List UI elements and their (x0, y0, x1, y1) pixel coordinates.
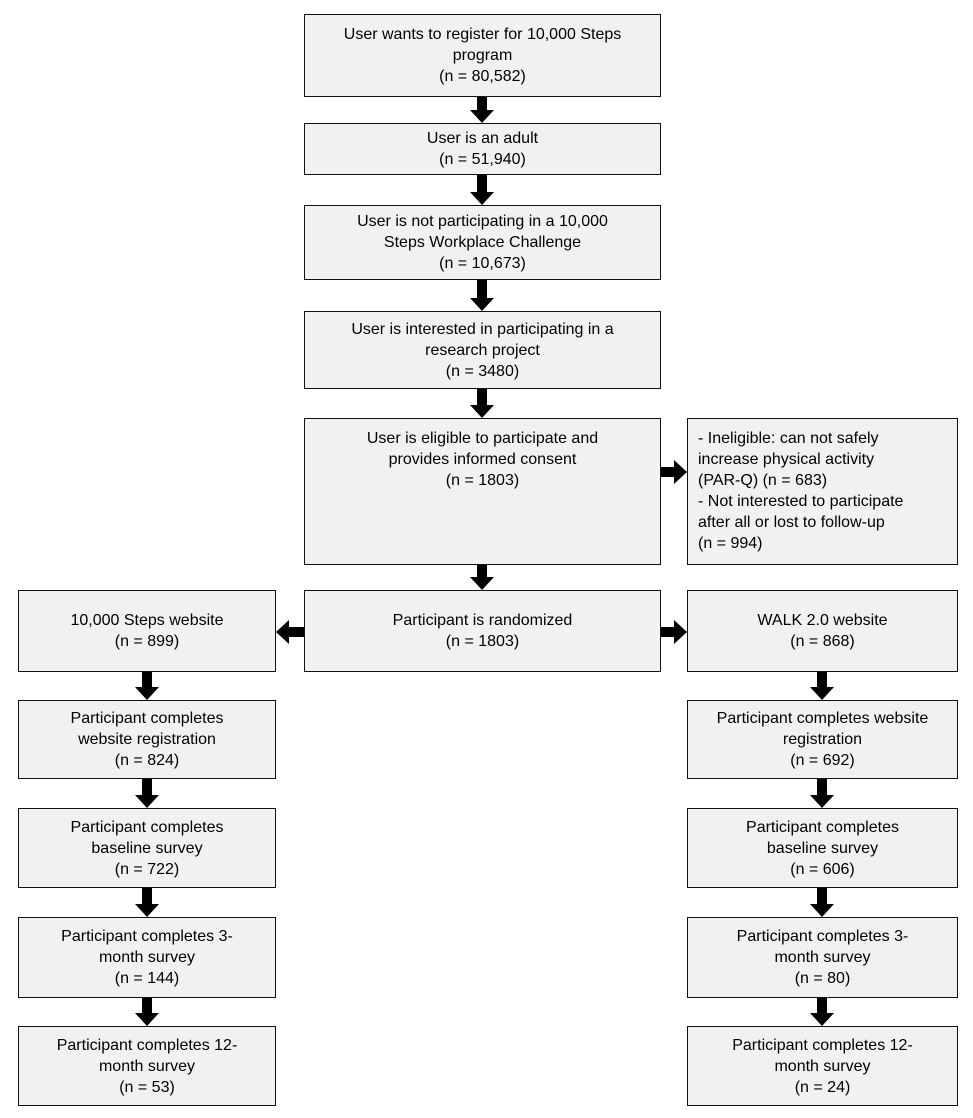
box-adult: User is an adult (n = 51,940) (304, 123, 661, 175)
box-steps-3month: Participant completes 3- month survey (n… (18, 917, 276, 998)
arrow-down-icon (135, 672, 159, 700)
arrow-down-icon (810, 779, 834, 808)
arrow-down-icon (470, 97, 494, 123)
box-steps-12month: Participant completes 12- month survey (… (18, 1026, 276, 1106)
arrow-down-icon (135, 779, 159, 808)
box-eligible-consent: User is eligible to participate and prov… (304, 418, 661, 565)
box-randomized: Participant is randomized (n = 1803) (304, 590, 661, 672)
box-steps-website: 10,000 Steps website (n = 899) (18, 590, 276, 672)
arrow-left-icon (276, 620, 304, 644)
box-steps-baseline: Participant completes baseline survey (n… (18, 808, 276, 888)
box-walk-registration: Participant completes website registrati… (687, 700, 958, 779)
arrow-down-icon (135, 888, 159, 917)
box-walk-website: WALK 2.0 website (n = 868) (687, 590, 958, 672)
box-not-workplace-challenge: User is not participating in a 10,000 St… (304, 205, 661, 280)
arrow-down-icon (470, 175, 494, 205)
box-walk-3month: Participant completes 3- month survey (n… (687, 917, 958, 998)
arrow-down-icon (470, 565, 494, 590)
box-register-interest: User wants to register for 10,000 Steps … (304, 14, 661, 97)
arrow-down-icon (470, 280, 494, 311)
arrow-right-icon (661, 460, 687, 484)
box-research-interest: User is interested in participating in a… (304, 311, 661, 389)
box-walk-12month: Participant completes 12- month survey (… (687, 1026, 958, 1106)
arrow-down-icon (810, 888, 834, 917)
box-walk-baseline: Participant completes baseline survey (n… (687, 808, 958, 888)
box-steps-registration: Participant completes website registrati… (18, 700, 276, 779)
arrow-down-icon (810, 672, 834, 700)
box-exclusions: - Ineligible: can not safely increase ph… (687, 418, 958, 565)
arrow-down-icon (135, 998, 159, 1026)
arrow-right-icon (661, 620, 687, 644)
arrow-down-icon (470, 389, 494, 418)
arrow-down-icon (810, 998, 834, 1026)
